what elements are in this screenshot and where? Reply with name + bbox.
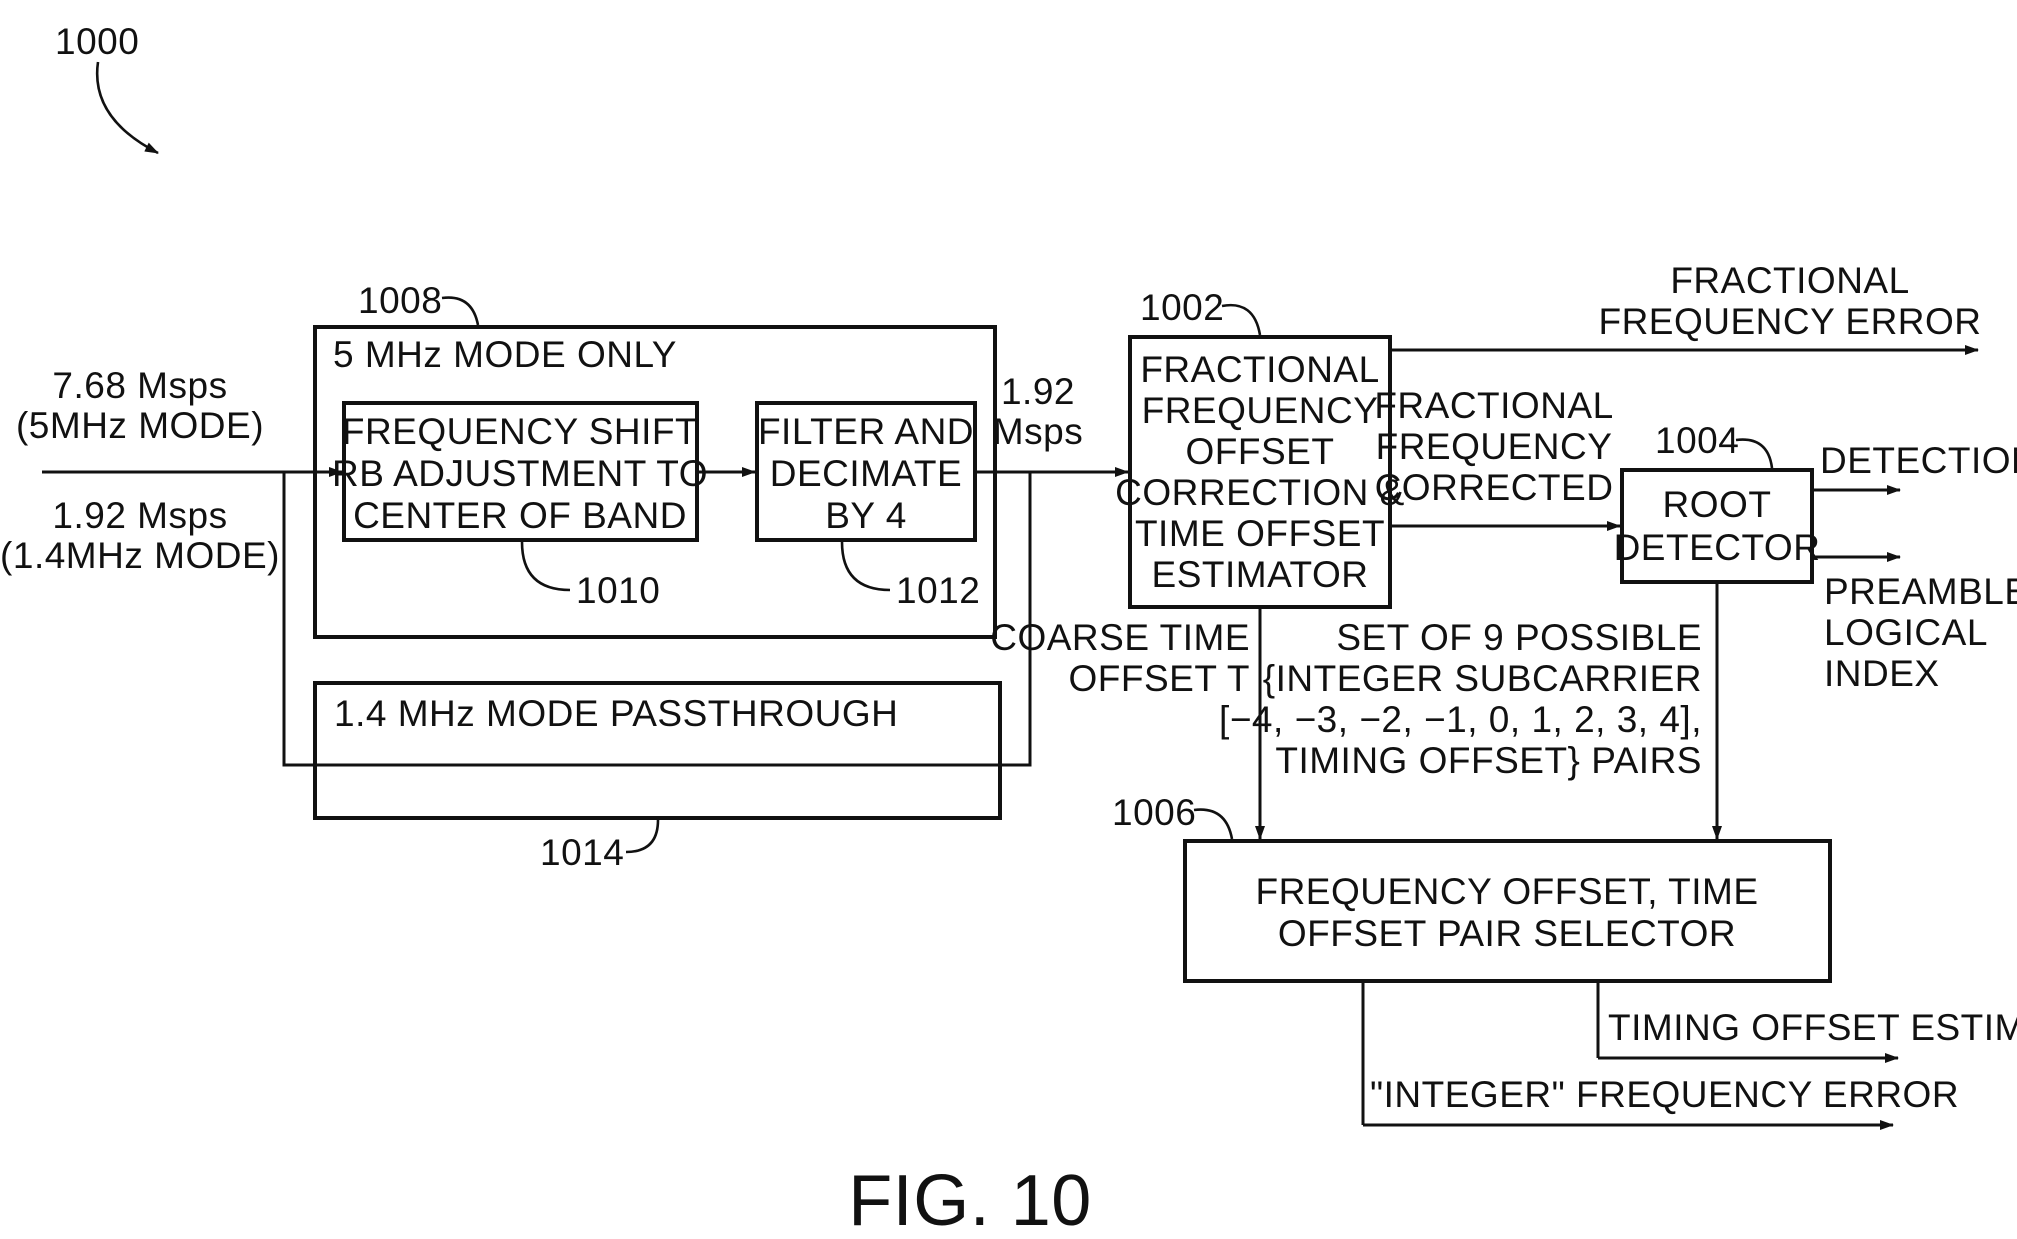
input-rate-5mhz: 7.68 Msps [52, 365, 227, 406]
set-pairs-line-4: TIMING OFFSET} PAIRS [1275, 740, 1702, 781]
timing-estimate-label: TIMING OFFSET ESTIMATE [1608, 1007, 2017, 1048]
block-1012-line-1: FILTER AND [758, 411, 974, 452]
block-1012-line-3: BY 4 [825, 495, 907, 536]
set-pairs-line-2: {INTEGER SUBCARRIER [1263, 658, 1702, 699]
figure-ref-arrow [95, 61, 159, 155]
block-1014-ref: 1014 [540, 832, 624, 873]
block-1006-ref-leader [1193, 808, 1234, 840]
block-1010-line-2: RB ADJUSTMENT TO [332, 453, 708, 494]
block-1004-line-2: DETECTOR [1614, 527, 1821, 568]
block-1006-line-2: OFFSET PAIR SELECTOR [1278, 913, 1736, 954]
block-1010-line-3: CENTER OF BAND [353, 495, 687, 536]
block-1014-frame [313, 681, 1002, 820]
block-1012-ref-leader [840, 541, 891, 592]
block-1002-line-4: CORRECTION & [1115, 472, 1405, 513]
block-1014-title: 1.4 MHz MODE PASSTHROUGH [334, 693, 898, 734]
coarse-time-line-2: OFFSET T [1069, 658, 1250, 699]
block-1002-line-6: ESTIMATOR [1152, 554, 1369, 595]
preamble-line-3: INDEX [1824, 653, 1940, 694]
block-1006-ref: 1006 [1112, 792, 1196, 833]
preamble-line-2: LOGICAL [1824, 612, 1988, 653]
fractional-error-line-2: FREQUENCY ERROR [1598, 301, 1981, 342]
rate-out-value: 1.92 [1001, 371, 1075, 412]
detection-label: DETECTION [1820, 440, 2017, 481]
block-1002-line-1: FRACTIONAL [1140, 349, 1379, 390]
block-1010-line-1: FREQUENCY SHIFT [342, 411, 698, 452]
block-1008-ref: 1008 [358, 280, 442, 321]
fractional-corrected-line-2: FREQUENCY [1376, 426, 1613, 467]
input-rate-1-4mhz: 1.92 Msps [52, 495, 227, 536]
block-1004-ref: 1004 [1655, 420, 1739, 461]
figure-ref-1000: 1000 [55, 21, 139, 62]
input-mode-5mhz: (5MHz MODE) [16, 405, 264, 446]
block-1008-title: 5 MHz MODE ONLY [333, 334, 677, 375]
block-1004-ref-leader [1735, 438, 1774, 469]
integer-error-label: "INTEGER" FREQUENCY ERROR [1370, 1074, 1959, 1115]
input-mode-1-4mhz: (1.4MHz MODE) [0, 535, 280, 576]
block-1006-frame [1183, 839, 1832, 983]
block-1006-line-1: FREQUENCY OFFSET, TIME [1255, 871, 1758, 912]
set-pairs-line-3: [−4, −3, −2, −1, 0, 1, 2, 3, 4], [1219, 699, 1702, 740]
block-1010-ref: 1010 [576, 570, 660, 611]
fractional-corrected-line-3: CORRECTED [1375, 467, 1614, 508]
block-1002-ref: 1002 [1140, 287, 1224, 328]
preamble-line-1: PREAMBLE [1824, 571, 2017, 612]
passthrough-input-branch [282, 472, 1032, 767]
fractional-corrected-line-1: FRACTIONAL [1374, 385, 1613, 426]
fractional-error-line-1: FRACTIONAL [1670, 260, 1909, 301]
block-1014-ref-leader [625, 819, 660, 854]
block-1002-line-3: OFFSET [1186, 431, 1335, 472]
rate-out-unit: Msps [993, 411, 1083, 452]
block-1002-line-2: FREQUENCY [1142, 390, 1379, 431]
block-1002-ref-leader [1221, 303, 1262, 336]
block-1012-ref: 1012 [896, 570, 980, 611]
block-1012-line-2: DECIMATE [770, 453, 962, 494]
block-1004-line-1: ROOT [1663, 484, 1772, 525]
block-1010-ref-leader [520, 541, 571, 592]
figure-caption: FIG. 10 [848, 1161, 1092, 1239]
set-pairs-line-1: SET OF 9 POSSIBLE [1336, 617, 1702, 658]
block-1008-ref-leader [441, 296, 480, 326]
coarse-time-line-1: COARSE TIME [990, 617, 1250, 658]
block-1008-frame [313, 325, 997, 639]
block-1002-line-5: TIME OFFSET [1135, 513, 1385, 554]
